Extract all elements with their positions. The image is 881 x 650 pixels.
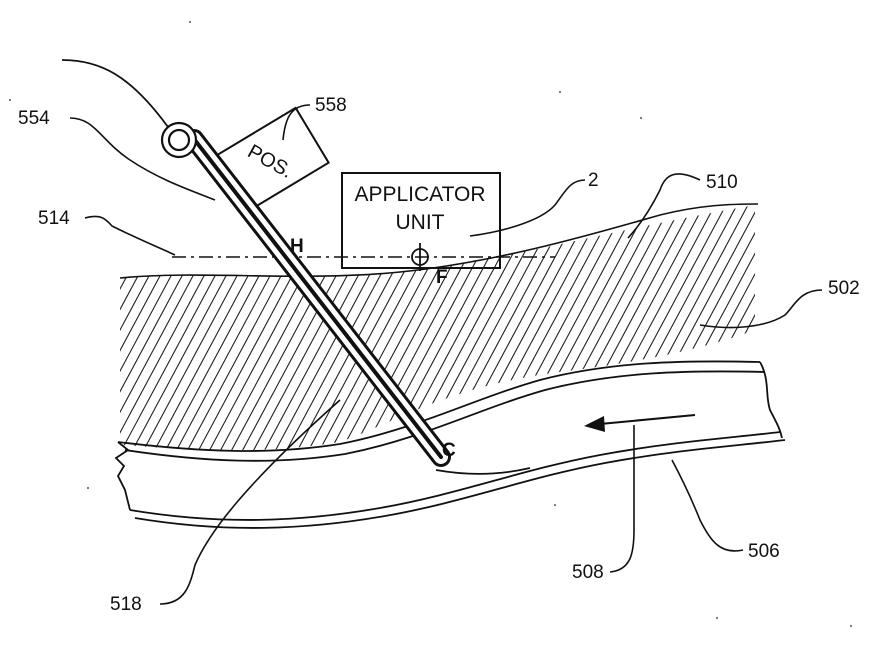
ref-554: 554 (18, 108, 50, 129)
point-label-f: F (436, 267, 448, 288)
ref-508: 508 (572, 562, 604, 583)
hatch-line (771, 190, 881, 470)
hatch-line (452, 190, 602, 470)
hatch-line (837, 190, 881, 470)
hatch-line (683, 190, 833, 470)
hatch-line (848, 190, 881, 470)
hatch-line (749, 190, 881, 470)
flow-direction-arrow (584, 415, 695, 432)
ref-558: 558 (315, 95, 347, 116)
hatch-line (617, 190, 767, 470)
probe-handle-ring (162, 123, 196, 157)
applicator-label-line1: APPLICATOR (354, 183, 485, 206)
ref-2: 2 (588, 170, 599, 191)
hatch-line (639, 190, 789, 470)
hatch-line (496, 190, 646, 470)
hatch-line (12, 190, 162, 470)
hatch-line (716, 190, 866, 470)
scan-speckles (9, 21, 852, 627)
hatch-line (738, 190, 881, 470)
hatch-line (67, 190, 217, 470)
hatch-line (606, 190, 756, 470)
hatch-line (859, 190, 881, 470)
ref-514: 514 (38, 208, 70, 229)
hatch-line (551, 190, 701, 470)
hatch-line (1, 190, 151, 470)
position-sensor-label: POS. (244, 141, 296, 183)
hatch-line (485, 190, 635, 470)
hatch-line (45, 190, 195, 470)
hatch-line (177, 190, 327, 470)
ref-506: 506 (748, 541, 780, 562)
hatch-line (672, 190, 822, 470)
hatch-line (661, 190, 811, 470)
hatch-line (56, 190, 206, 470)
hatch-line (0, 190, 63, 470)
hatch-line (0, 190, 118, 470)
hatch-line (89, 190, 239, 470)
hatch-line (705, 190, 855, 470)
hatch-line (0, 190, 129, 470)
applicator-label-line2: UNIT (396, 211, 445, 234)
hatch-line (441, 190, 591, 470)
hatch-line (23, 190, 173, 470)
hatch-line (0, 190, 85, 470)
hatch-line (694, 190, 844, 470)
ref-518: 518 (110, 594, 142, 615)
hatch-line (430, 190, 580, 470)
hatch-line (540, 190, 690, 470)
hatch-line (0, 190, 30, 470)
hatch-line (804, 190, 881, 470)
hatch-line (122, 190, 272, 470)
point-label-h: H (290, 236, 304, 257)
hatch-line (111, 190, 261, 470)
ref-502: 502 (828, 278, 860, 299)
hatch-line (0, 190, 107, 470)
hatch-line (793, 190, 881, 470)
hatch-line (727, 190, 877, 470)
hatch-line (0, 190, 52, 470)
hatch-line (815, 190, 881, 470)
ref-510: 510 (706, 172, 738, 193)
hatch-line (650, 190, 800, 470)
hatch-line (0, 190, 140, 470)
hatch-line (628, 190, 778, 470)
hatch-line (0, 190, 96, 470)
hatch-line (870, 190, 881, 470)
hatch-line (34, 190, 184, 470)
hatch-line (562, 190, 712, 470)
point-label-c: C (442, 440, 456, 461)
hatch-line (595, 190, 745, 470)
hatch-line (463, 190, 613, 470)
hatch-line (584, 190, 734, 470)
hatch-line (166, 190, 316, 470)
hatch-line (155, 190, 305, 470)
hatch-line (826, 190, 881, 470)
probe-cable (62, 60, 168, 127)
hatch-line (78, 190, 228, 470)
hatch-line (782, 190, 881, 470)
hatch-line (0, 190, 74, 470)
hatch-line (0, 190, 41, 470)
